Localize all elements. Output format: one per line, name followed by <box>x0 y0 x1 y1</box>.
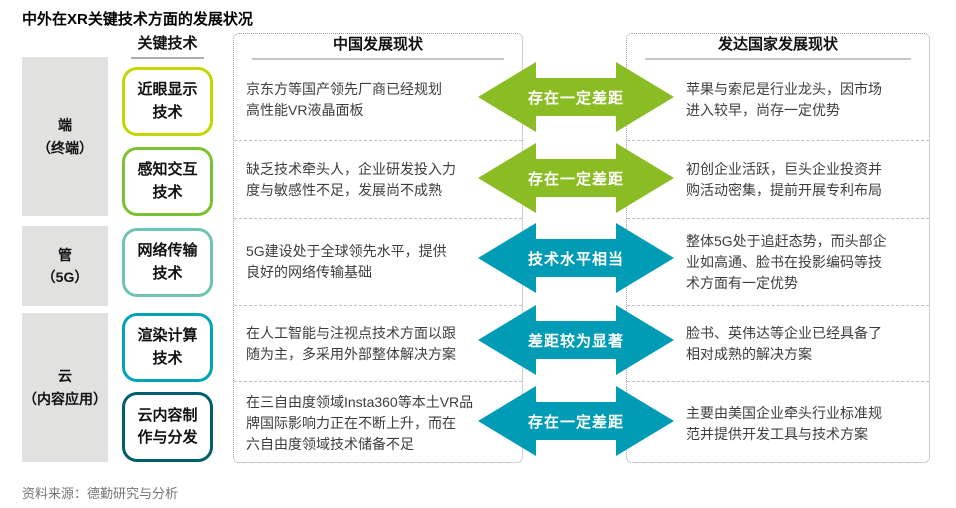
category-pipe-5g: 管 （5G） <box>22 226 108 306</box>
china-row-cloud-text: 在三自由度领域Insta360等本土VR品 牌国际影响力正在不断上升，而在 六自… <box>246 394 474 452</box>
foreign-row-render: 脸书、英伟达等企业已经具备了 相对成熟的解决方案 <box>627 305 929 381</box>
china-panel-header: 中国发展现状 <box>252 34 504 60</box>
gap-arrow-network: 技术水平相当 <box>478 223 674 293</box>
foreign-row-render-text: 脸书、英伟达等企业已经具备了 相对成熟的解决方案 <box>686 324 882 362</box>
gap-arrow-render-label: 差距较为显著 <box>527 332 624 350</box>
foreign-row-perception-text: 初创企业活跃，巨头企业投资并 购活动密集，提前开展专利布局 <box>686 160 882 198</box>
category-cloud-content: 云 （内容应用） <box>22 313 108 462</box>
panel-developed-countries-status: 发达国家发展现状 苹果与索尼是行业龙头，因市场 进入较早，尚存一定优势 初创企业… <box>626 33 930 463</box>
column-header-key-tech-label: 关键技术 <box>131 32 204 59</box>
china-row-near-eye-text: 京东方等国产领先厂商已经规划 高性能VR液晶面板 <box>246 81 442 118</box>
china-row-cloud: 在三自由度领域Insta360等本土VR品 牌国际影响力正在不断上升，而在 六自… <box>234 381 522 465</box>
tech-box-network-transmission: 网络传输 技术 <box>122 228 213 297</box>
gap-arrow-near-eye: 存在一定差距 <box>478 62 674 132</box>
china-row-perception: 缺乏技术牵头人，企业研发投入力 度与敏感性不足，发展尚不成熟 <box>234 140 522 218</box>
foreign-row-perception: 初创企业活跃，巨头企业投资并 购活动密集，提前开展专利布局 <box>627 140 929 218</box>
gap-arrow-network-label: 技术水平相当 <box>527 250 624 268</box>
china-row-perception-text: 缺乏技术牵头人，企业研发投入力 度与敏感性不足，发展尚不成熟 <box>246 160 456 198</box>
double-arrow-icon <box>478 62 674 132</box>
foreign-row-network-text: 整体5G处于追赶态势，而头部企 业如高通、脸书在投影编码等技 术方面有一定优势 <box>686 232 887 291</box>
tech-box-render-computing: 渲染计算 技术 <box>122 313 213 382</box>
double-arrow-icon <box>478 305 674 375</box>
foreign-row-cloud: 主要由美国企业牵头行业标准规 范并提供开发工具与技术方案 <box>627 381 929 465</box>
tech-box-near-eye-display: 近眼显示 技术 <box>122 67 213 136</box>
gap-arrow-perception: 存在一定差距 <box>478 143 674 213</box>
tech-box-cloud-content-distribution: 云内容制 作与分发 <box>122 392 213 462</box>
double-arrow-icon <box>478 223 674 293</box>
panel-china-status: 中国发展现状 京东方等国产领先厂商已经规划 高性能VR液晶面板 缺乏技术牵头人，… <box>233 33 523 463</box>
tech-box-perception-interaction: 感知交互 技术 <box>122 147 213 216</box>
foreign-row-network: 整体5G处于追赶态势，而头部企 业如高通、脸书在投影编码等技 术方面有一定优势 <box>627 218 929 305</box>
foreign-row-near-eye-text: 苹果与索尼是行业龙头，因市场 进入较早，尚存一定优势 <box>686 81 882 118</box>
column-header-key-tech: 关键技术 <box>118 32 217 59</box>
double-arrow-icon <box>478 386 674 456</box>
gap-arrow-perception-label: 存在一定差距 <box>527 170 624 188</box>
page-title: 中外在XR关键技术方面的发展状况 <box>22 11 253 28</box>
source-note: 资料来源：德勤研究与分析 <box>22 486 179 501</box>
china-row-near-eye: 京东方等国产领先厂商已经规划 高性能VR液晶面板 <box>234 60 522 140</box>
gap-arrow-cloud-label: 存在一定差距 <box>527 413 624 431</box>
gap-arrow-near-eye-label: 存在一定差距 <box>527 89 624 107</box>
foreign-panel-header: 发达国家发展现状 <box>645 34 911 60</box>
double-arrow-icon <box>478 143 674 213</box>
gap-arrow-cloud: 存在一定差距 <box>478 386 674 456</box>
china-row-network-text: 5G建设处于全球领先水平，提供 良好的网络传输基础 <box>246 243 447 280</box>
china-row-network: 5G建设处于全球领先水平，提供 良好的网络传输基础 <box>234 218 522 305</box>
china-row-render-text: 在人工智能与注视点技术方面以跟 随为主，多采用外部整体解决方案 <box>246 324 456 362</box>
foreign-row-near-eye: 苹果与索尼是行业龙头，因市场 进入较早，尚存一定优势 <box>627 60 929 140</box>
category-terminal: 端 （终端） <box>22 57 108 216</box>
china-row-render: 在人工智能与注视点技术方面以跟 随为主，多采用外部整体解决方案 <box>234 305 522 381</box>
foreign-row-cloud-text: 主要由美国企业牵头行业标准规 范并提供开发工具与技术方案 <box>686 404 882 442</box>
gap-arrow-render: 差距较为显著 <box>478 305 674 375</box>
